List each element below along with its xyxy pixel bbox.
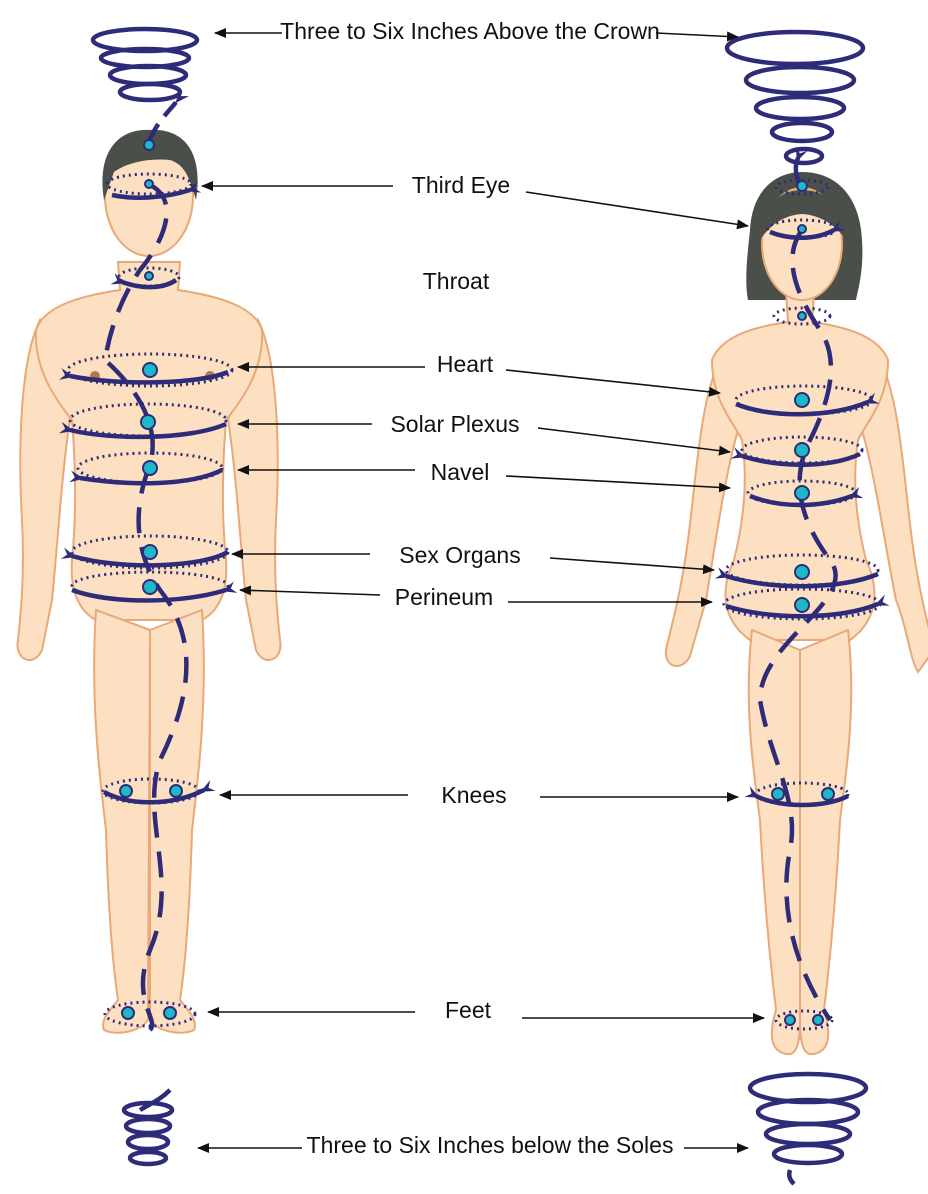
label-throat: Throat: [396, 266, 516, 296]
arrow-third-eye-right: [526, 192, 748, 226]
arrow-heart-right: [506, 370, 720, 393]
label-heart: Heart: [420, 349, 510, 379]
label-knees: Knees: [412, 780, 536, 810]
label-perineum: Perineum: [380, 582, 508, 612]
female-figure: [666, 32, 928, 1184]
label-third-eye: Third Eye: [396, 170, 526, 200]
label-solar-plexus: Solar Plexus: [370, 409, 540, 439]
male-figure: [17, 29, 280, 1164]
label-soles: Three to Six Inches below the Soles: [300, 1130, 680, 1160]
label-crown: Three to Six Inches Above the Crown: [280, 16, 660, 46]
label-sex-organs: Sex Organs: [370, 540, 550, 570]
label-navel: Navel: [412, 457, 508, 487]
label-feet: Feet: [420, 995, 516, 1025]
female-body: [666, 188, 928, 1054]
arrow-crown-right: [656, 33, 738, 37]
